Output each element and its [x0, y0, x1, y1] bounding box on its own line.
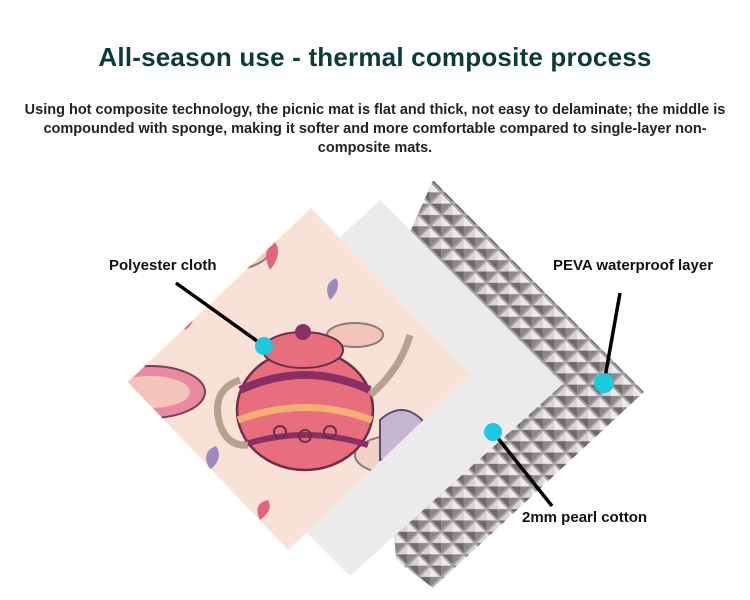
pearl-cotton-leader-line: [491, 430, 554, 508]
description-text: Using hot composite technology, the picn…: [24, 102, 726, 156]
polyester-label: Polyester cloth: [109, 257, 217, 274]
pearl-cotton-marker: [484, 423, 502, 441]
pearl-cotton-label: 2mm pearl cotton: [522, 509, 648, 526]
page-title: All-season use - thermal composite proce…: [98, 42, 652, 72]
polyester-marker: [255, 337, 273, 355]
peva-label: PEVA waterproof layer: [553, 257, 714, 274]
polyester-leader-line: [174, 281, 266, 348]
peva-leader-line: [602, 292, 622, 384]
peva-marker: [594, 373, 614, 393]
